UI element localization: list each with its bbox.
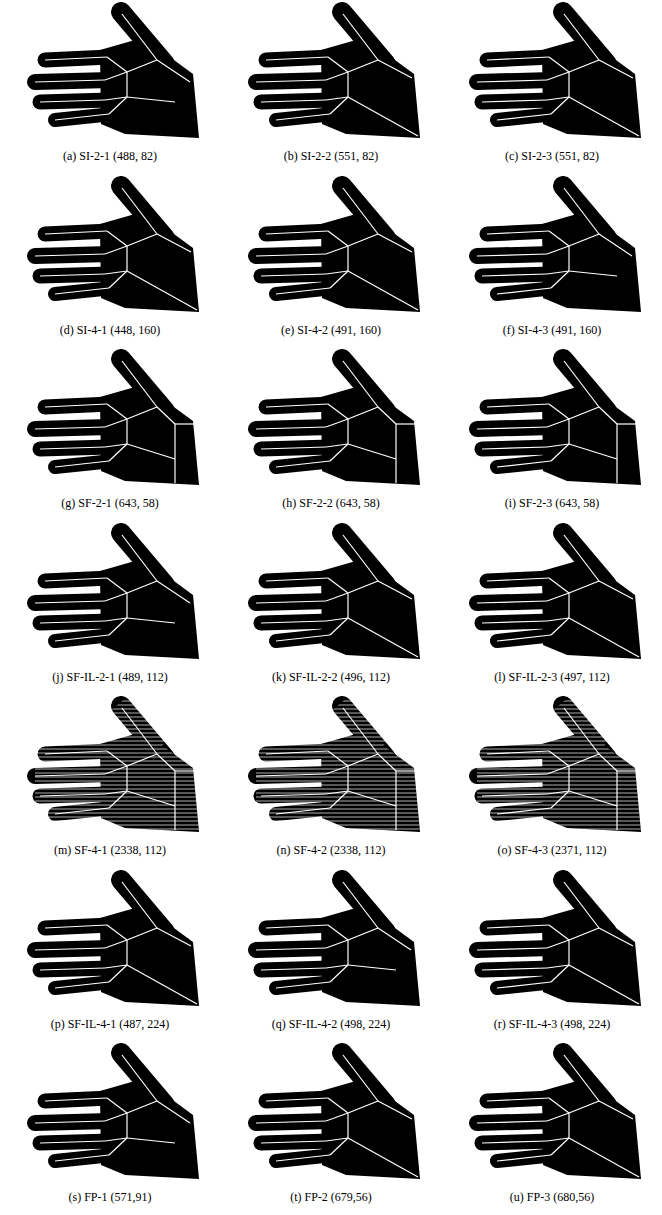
panel-caption: (q) SF-IL-4-2 (498, 224) — [221, 1017, 441, 1032]
figure-panel: (t) FP-2 (679,56) — [221, 1041, 441, 1214]
figure-panel: (u) FP-3 (680,56) — [442, 1041, 662, 1214]
panel-caption: (g) SF-2-1 (643, 58) — [0, 496, 220, 511]
panel-caption: (e) SI-4-2 (491, 160) — [221, 323, 441, 338]
hand-skeleton-image — [467, 349, 647, 494]
figure-panel: (j) SF-IL-2-1 (489, 112) — [0, 521, 220, 694]
figure-panel: (n) SF-4-2 (2338, 112) — [221, 694, 441, 867]
hand-skeleton-image — [25, 2, 205, 147]
figure-panel: (a) SI-2-1 (488, 82) — [0, 0, 220, 173]
panel-caption: (s) FP-1 (571,91) — [0, 1190, 220, 1205]
figure-panel: (o) SF-4-3 (2371, 112) — [442, 694, 662, 867]
panel-caption: (n) SF-4-2 (2338, 112) — [221, 843, 441, 858]
panel-caption: (o) SF-4-3 (2371, 112) — [442, 843, 662, 858]
hand-skeleton-image — [246, 523, 426, 668]
hand-skeleton-image — [25, 696, 205, 841]
figure-panel: (m) SF-4-1 (2338, 112) — [0, 694, 220, 867]
figure-panel: (r) SF-IL-4-3 (498, 224) — [442, 868, 662, 1041]
panel-caption: (d) SI-4-1 (448, 160) — [0, 323, 220, 338]
panel-caption: (b) SI-2-2 (551, 82) — [221, 149, 441, 164]
panel-caption: (a) SI-2-1 (488, 82) — [0, 149, 220, 164]
panel-caption: (i) SF-2-3 (643, 58) — [442, 496, 662, 511]
figure-panel: (h) SF-2-2 (643, 58) — [221, 347, 441, 520]
panel-caption: (r) SF-IL-4-3 (498, 224) — [442, 1017, 662, 1032]
figure-panel: (i) SF-2-3 (643, 58) — [442, 347, 662, 520]
panel-caption: (f) SI-4-3 (491, 160) — [442, 323, 662, 338]
hand-skeleton-image — [467, 523, 647, 668]
panel-caption: (u) FP-3 (680,56) — [442, 1190, 662, 1205]
panel-caption: (p) SF-IL-4-1 (487, 224) — [0, 1017, 220, 1032]
hand-skeleton-image — [25, 1043, 205, 1188]
hand-skeleton-image — [246, 176, 426, 321]
hand-skeleton-image — [246, 870, 426, 1015]
panel-caption: (c) SI-2-3 (551, 82) — [442, 149, 662, 164]
hand-skeleton-image — [25, 870, 205, 1015]
figure-panel: (l) SF-IL-2-3 (497, 112) — [442, 521, 662, 694]
hand-skeleton-image — [246, 2, 426, 147]
hand-skeleton-image — [25, 523, 205, 668]
figure-panel: (g) SF-2-1 (643, 58) — [0, 347, 220, 520]
hand-skeleton-image — [467, 1043, 647, 1188]
hand-skeleton-image — [467, 696, 647, 841]
figure-panel: (k) SF-IL-2-2 (496, 112) — [221, 521, 441, 694]
hand-skeleton-image — [246, 1043, 426, 1188]
hand-skeleton-image — [467, 870, 647, 1015]
figure-panel: (p) SF-IL-4-1 (487, 224) — [0, 868, 220, 1041]
panel-caption: (t) FP-2 (679,56) — [221, 1190, 441, 1205]
panel-caption: (m) SF-4-1 (2338, 112) — [0, 843, 220, 858]
figure-panel: (q) SF-IL-4-2 (498, 224) — [221, 868, 441, 1041]
hand-skeleton-image — [467, 176, 647, 321]
hand-skeleton-image — [25, 349, 205, 494]
figure-panel: (b) SI-2-2 (551, 82) — [221, 0, 441, 173]
panel-caption: (j) SF-IL-2-1 (489, 112) — [0, 670, 220, 685]
hand-skeleton-image — [246, 696, 426, 841]
figure-panel: (c) SI-2-3 (551, 82) — [442, 0, 662, 173]
hand-skeleton-image — [246, 349, 426, 494]
hand-skeleton-image — [25, 176, 205, 321]
figure-panel: (f) SI-4-3 (491, 160) — [442, 174, 662, 347]
figure-panel: (s) FP-1 (571,91) — [0, 1041, 220, 1214]
figure-panel: (e) SI-4-2 (491, 160) — [221, 174, 441, 347]
hand-skeleton-image — [467, 2, 647, 147]
figure-panel: (d) SI-4-1 (448, 160) — [0, 174, 220, 347]
panel-caption: (l) SF-IL-2-3 (497, 112) — [442, 670, 662, 685]
panel-caption: (h) SF-2-2 (643, 58) — [221, 496, 441, 511]
panel-caption: (k) SF-IL-2-2 (496, 112) — [221, 670, 441, 685]
